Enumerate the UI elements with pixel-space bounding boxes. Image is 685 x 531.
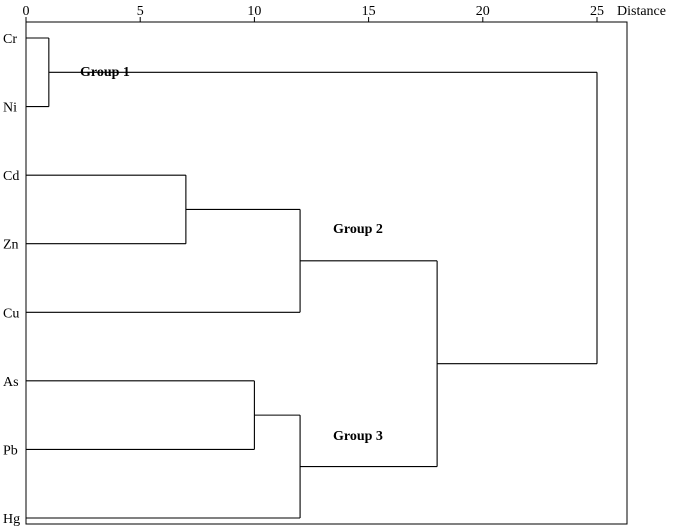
leaf-label-as: As: [3, 375, 19, 390]
cluster-link-m1: [26, 37, 50, 108]
x-tick-label: 25: [590, 4, 604, 19]
leaf-label-cu: Cu: [3, 306, 19, 321]
group-label-3: Group 3: [333, 429, 383, 444]
cluster-link-m4: [26, 380, 255, 450]
x-tick-label: 20: [476, 4, 490, 19]
leaf-label-ni: Ni: [3, 101, 17, 116]
x-axis-label: Distance: [617, 4, 666, 19]
x-axis: 0 5 10 15 20 25: [23, 4, 604, 22]
x-tick-label: 5: [137, 4, 144, 19]
cluster-link-m3: [26, 208, 301, 313]
leaf-label-hg: Hg: [3, 512, 20, 527]
leaf-label-pb: Pb: [3, 443, 18, 458]
leaf-label-cr: Cr: [3, 32, 17, 47]
x-tick-label: 0: [23, 4, 30, 19]
cluster-link-m2: [26, 174, 187, 245]
group-label-2: Group 2: [333, 222, 383, 237]
leaf-label-zn: Zn: [3, 238, 19, 253]
leaf-label-cd: Cd: [3, 169, 19, 184]
dendrogram-links: [26, 37, 598, 519]
plot-frame: [25, 21, 628, 525]
x-tick-label: 15: [362, 4, 376, 19]
group-label-1: Group 1: [80, 65, 130, 80]
cluster-link-m7: [48, 71, 598, 365]
group-labels: Group 1 Group 2 Group 3: [80, 65, 383, 444]
x-tick-label: 10: [247, 4, 261, 19]
cluster-link-m5: [26, 414, 301, 519]
